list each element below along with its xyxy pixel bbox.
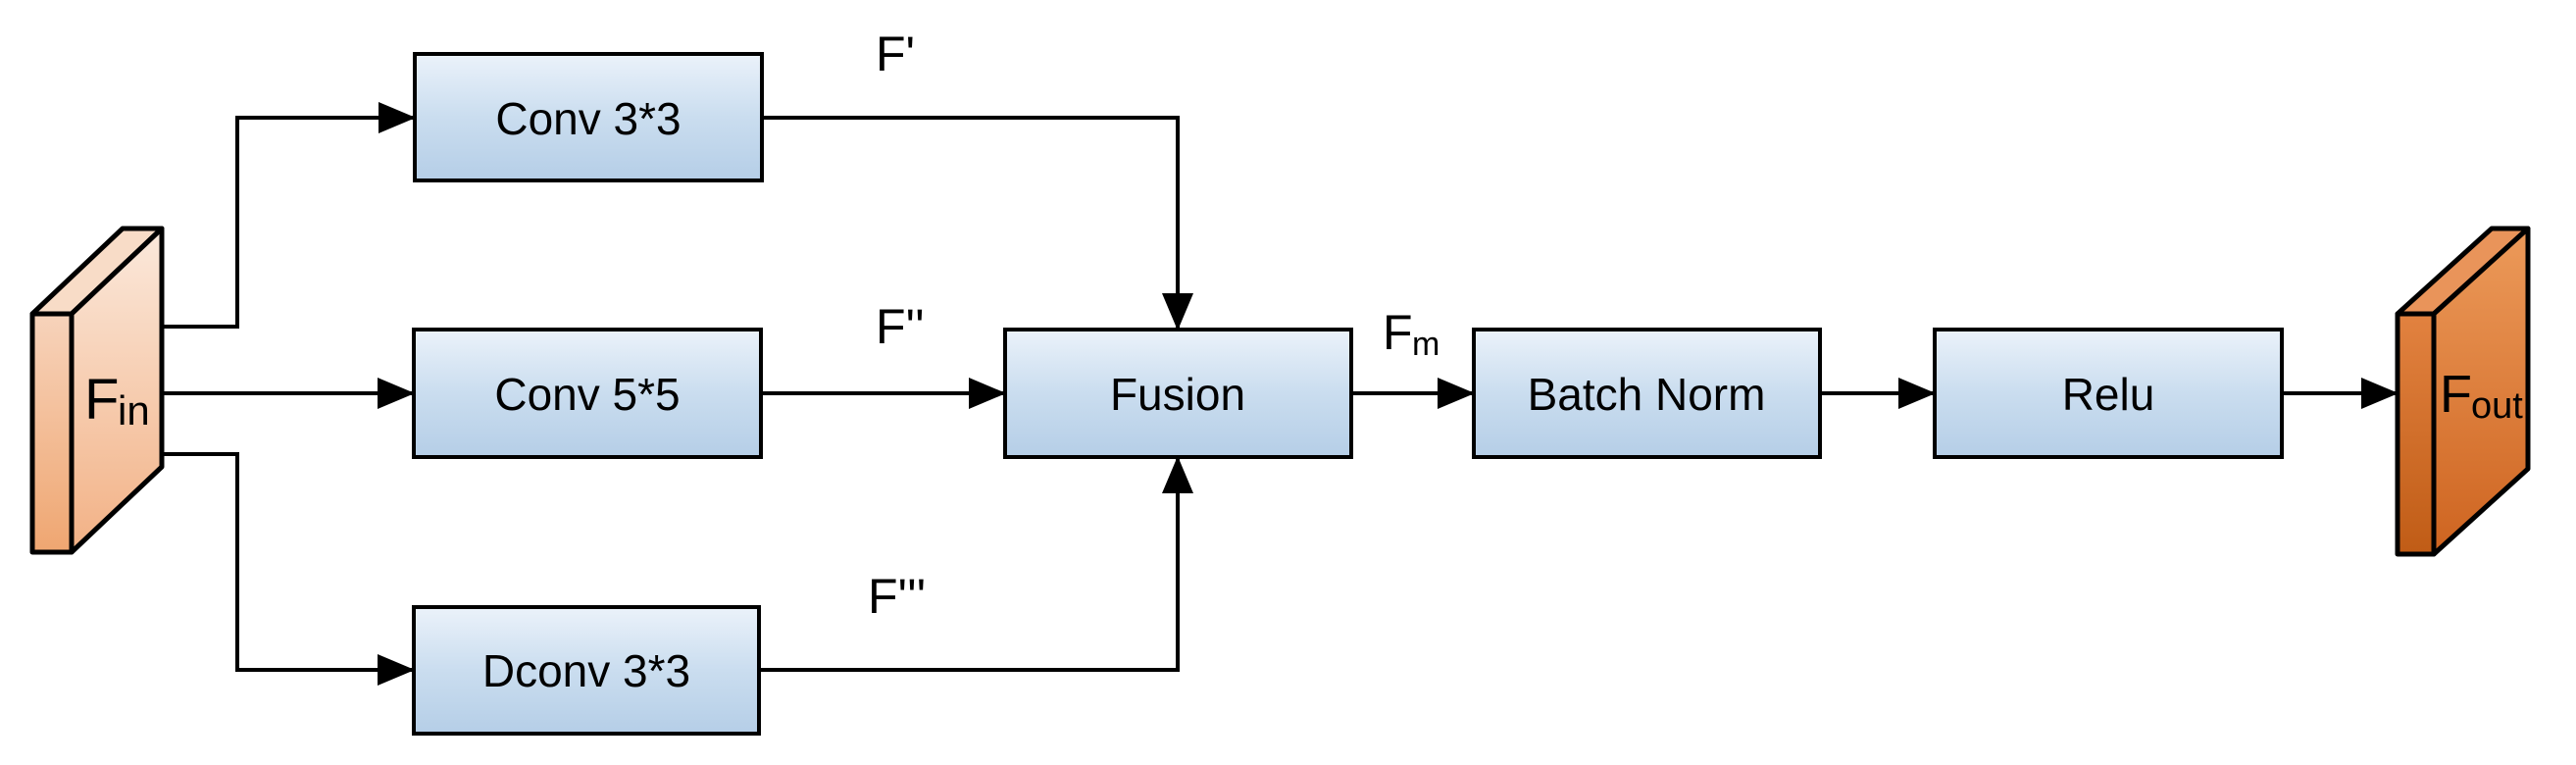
input-tensor-label-subscript: in [118, 387, 150, 434]
branch-conv5x5: Conv 5*5 [412, 328, 763, 459]
relu-label: Relu [2062, 369, 2155, 420]
wire-input-to-dconv3x3 [155, 452, 415, 686]
conv5x5-box [412, 328, 763, 459]
dconv3x3-label: Dconv 3*3 [482, 645, 690, 696]
dconv3x3-box [412, 605, 761, 736]
input-tensor: F in [29, 226, 165, 555]
input-tensor-side-face [29, 311, 75, 555]
input-tensor-label: F [84, 368, 119, 432]
wire-label-f-triple-prime: F''' [868, 569, 926, 624]
conv5x5-label: Conv 5*5 [494, 369, 680, 420]
conv3x3-label: Conv 3*3 [495, 93, 681, 144]
batchnorm-node: Batch Norm [1472, 328, 1822, 459]
output-tensor: F out [2395, 226, 2531, 557]
fusion-box [1003, 328, 1353, 459]
batchnorm-label: Batch Norm [1528, 369, 1766, 420]
conv3x3-box [413, 52, 764, 182]
relu-node: Relu [1933, 328, 2284, 459]
output-tensor-label: F [2440, 365, 2472, 424]
branch-conv3x3: Conv 3*3 [413, 52, 764, 182]
fusion-label: Fusion [1110, 369, 1245, 420]
wire-labels: F' F'' F''' F m [868, 26, 1440, 624]
wire-dconv3x3-to-fusion [759, 456, 1193, 672]
branch-dconv3x3: Dconv 3*3 [412, 605, 761, 736]
fusion-node: Fusion [1003, 328, 1353, 459]
relu-box [1933, 328, 2284, 459]
wire-label-fm: F [1383, 305, 1413, 360]
output-tensor-label-subscript: out [2471, 385, 2523, 427]
wire-conv3x3-to-fusion [762, 116, 1193, 331]
output-tensor-side-face [2395, 311, 2437, 557]
wire-label-fm-subscript: m [1412, 326, 1440, 363]
wires [155, 102, 2399, 686]
wire-label-f-prime: F' [876, 26, 915, 81]
wire-input-to-conv3x3 [155, 102, 416, 329]
wire-label-f-double-prime: F'' [876, 299, 925, 354]
batchnorm-box [1472, 328, 1822, 459]
